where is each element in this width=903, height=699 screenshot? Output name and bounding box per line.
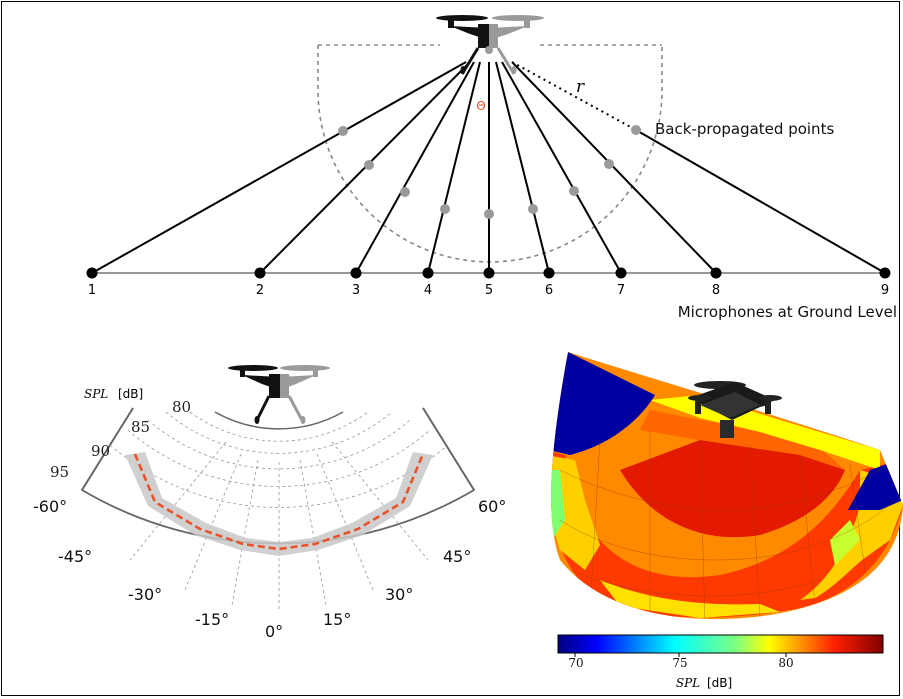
colorbar-tick-75: 75: [672, 656, 687, 670]
colorbar-tick-80: 80: [778, 656, 793, 670]
microphone-8: [710, 267, 722, 279]
back-propagated-points: [338, 125, 641, 219]
spl-axis-unit: [dB]: [118, 387, 143, 401]
spl-axis-symbol: SPL: [84, 387, 108, 401]
angle-tick-neg30: -30°: [128, 585, 162, 604]
ray-lines: [91, 61, 886, 274]
colorbar-gradient: [557, 634, 884, 654]
angle-tick-neg60: -60°: [33, 497, 67, 516]
angle-tick-0: 0°: [265, 622, 283, 641]
drone-3d-icon: [688, 381, 782, 438]
angle-tick-30: 30°: [385, 585, 413, 604]
microphone-1: [86, 267, 98, 279]
polar-grid-radials: [129, 441, 429, 612]
microphone-6: [543, 267, 555, 279]
mic-label-7: 7: [617, 283, 625, 298]
mic-label-5: 5: [485, 283, 493, 298]
microphone-7: [615, 267, 627, 279]
angle-tick-neg15: -15°: [195, 610, 229, 629]
polar-inner-arc: [214, 411, 344, 430]
microphone-2: [254, 267, 266, 279]
mic-label-1: 1: [88, 283, 96, 298]
colorbar-label-symbol: SPL: [676, 676, 700, 690]
microphone-9: [879, 267, 891, 279]
ground-level-label: Microphones at Ground Level: [678, 303, 897, 321]
theta-label: Θ: [476, 99, 485, 113]
microphone-3: [350, 267, 362, 279]
drone-top-icon: [436, 15, 544, 75]
back-propagated-label: Back-propagated points: [655, 120, 834, 138]
mic-label-4: 4: [424, 283, 432, 298]
microphones: [86, 267, 891, 279]
radial-tick-95: 95: [50, 463, 69, 481]
angle-tick-45: 45°: [443, 547, 471, 566]
radius-label: r: [576, 77, 585, 97]
angle-tick-60: 60°: [478, 497, 506, 516]
microphone-4: [422, 267, 434, 279]
spl-3d-bowl: [551, 352, 903, 620]
colorbar-label-unit: [dB]: [707, 676, 732, 690]
microphone-5: [483, 267, 495, 279]
polar-right-edge: [422, 407, 475, 491]
polar-left-edge: [81, 407, 134, 491]
radius-dotted-line: [511, 61, 637, 131]
mic-label-2: 2: [256, 283, 264, 298]
top-schematic: 1 2 3 4 5 6 7 8 9 r Θ Back-propagated po…: [86, 15, 897, 321]
angle-tick-neg45: -45°: [58, 547, 92, 566]
colorbar-tick-70: 70: [568, 656, 583, 670]
mic-label-6: 6: [545, 283, 553, 298]
radial-tick-90: 90: [91, 442, 110, 460]
spl-mean-line: [133, 453, 425, 551]
mic-label-9: 9: [881, 283, 889, 298]
drone-polar-icon: [228, 365, 330, 424]
angle-tick-15: 15°: [323, 610, 351, 629]
mic-label-8: 8: [712, 283, 720, 298]
mic-label-3: 3: [352, 283, 360, 298]
colorbar: 70 75 80 SPL [dB]: [557, 634, 884, 690]
polar-plot: 80 85 90 95 SPL [dB] -60° -45° -30° -15°…: [33, 365, 506, 641]
radial-tick-80: 80: [172, 398, 191, 416]
radial-tick-85: 85: [131, 418, 150, 436]
